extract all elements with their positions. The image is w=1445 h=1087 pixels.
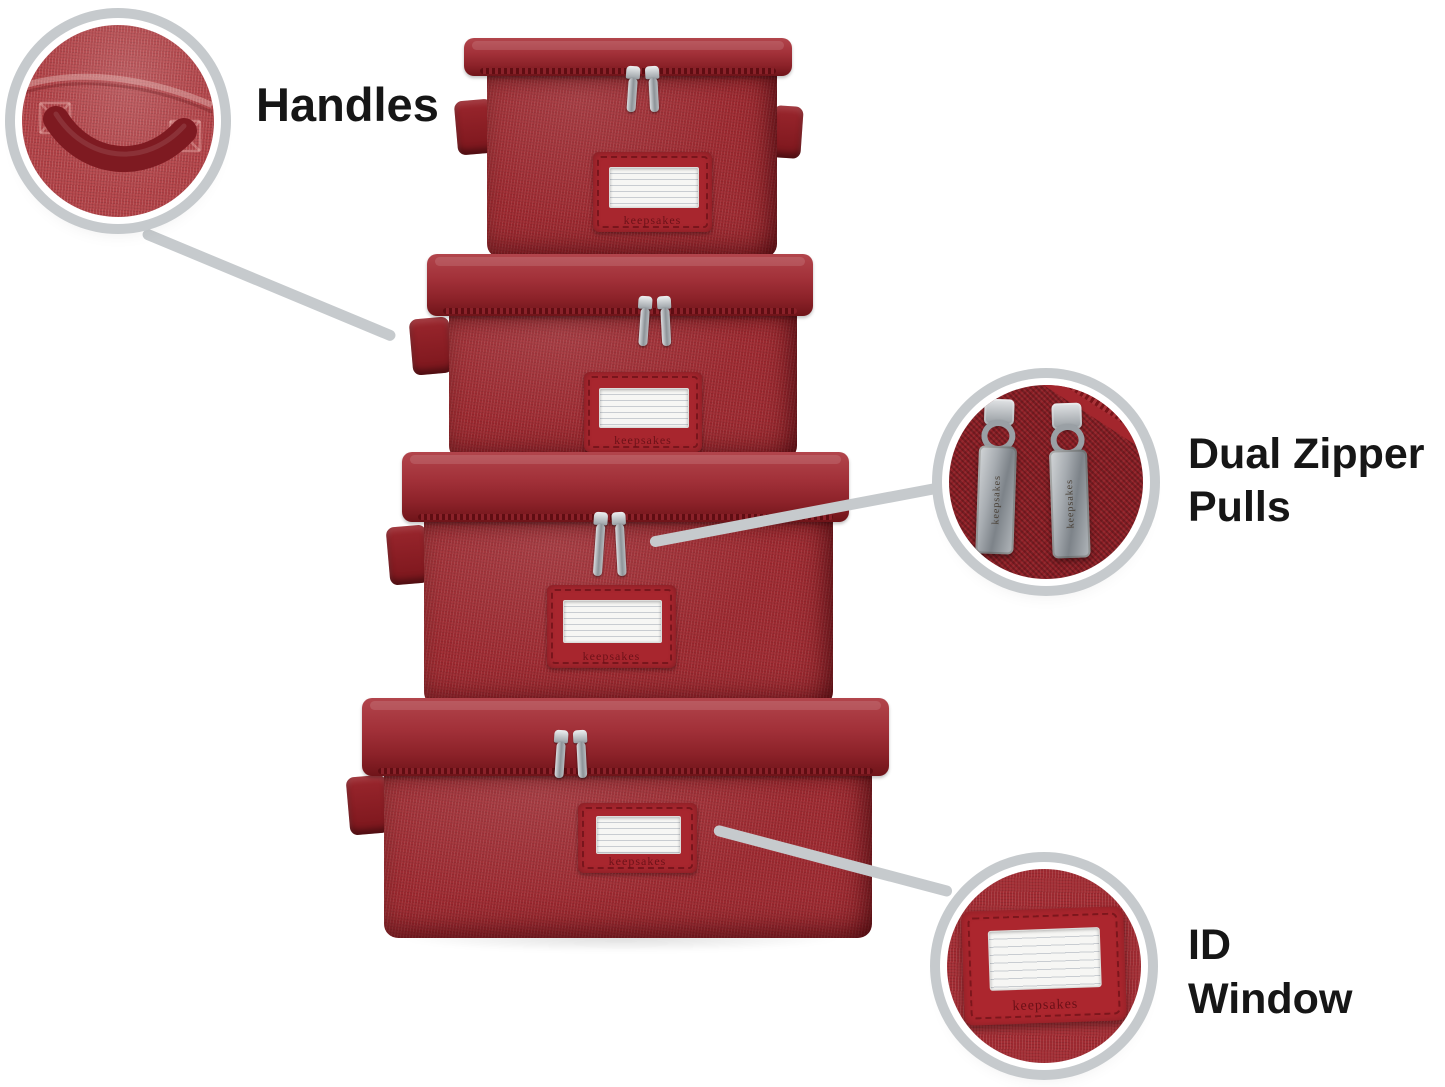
callout-label-line: Dual Zipper [1188, 430, 1425, 478]
label-card [609, 167, 699, 208]
zipper-pull-strap [614, 523, 627, 577]
callout-label-dual-zipper-pulls: Dual Zipper Pulls [1188, 428, 1425, 534]
zipper-pull [611, 511, 628, 577]
callout-label-line: Window [1188, 975, 1353, 1023]
label-window: keepsakes [547, 585, 676, 668]
brand-text: keepsakes [608, 854, 667, 868]
zipper-pull-detail-right: keepsakes [1044, 402, 1093, 559]
zipper-pull-strap [575, 741, 587, 779]
label-window: keepsakes [584, 372, 702, 452]
zipper-pull-detail-left: keepsakes [972, 398, 1021, 555]
callout-label-line: Pulls [1188, 483, 1291, 531]
zipper-pull-strap: keepsakes [975, 445, 1018, 555]
zipper-pulls [590, 511, 628, 577]
brand-text: keepsakes [623, 213, 682, 227]
zipper-pull-strap [553, 741, 566, 779]
label-window: keepsakes [593, 152, 712, 232]
brand-text: keepsakes [582, 649, 641, 663]
brand-text: keepsakes [1012, 996, 1079, 1015]
storage-box-4-large: keepsakes [345, 698, 889, 940]
leader-line-handles [140, 227, 398, 343]
zipper-pull-strap: keepsakes [1048, 449, 1091, 559]
handle-detail-illustration [25, 73, 214, 173]
brand-text: keepsakes [614, 433, 672, 447]
zipper-pulls [551, 729, 589, 779]
callout-circle-dual-zipper-pulls: keepsakes keepsakes [949, 385, 1143, 579]
zipper-pull-strap [647, 77, 659, 113]
callout-circle-handles [22, 25, 214, 217]
id-window-card [987, 927, 1102, 991]
callout-label-handles: Handles [256, 78, 439, 131]
zipper-pull [572, 729, 589, 779]
callout-label-line: ID [1188, 921, 1231, 969]
zipper-pull-strap [637, 307, 650, 347]
callout-label-line: Handles [256, 78, 439, 131]
label-card [599, 388, 689, 428]
storage-box-3: keepsakes [385, 452, 849, 706]
zipper-pulls [635, 295, 674, 347]
zipper-pull [644, 65, 661, 113]
zipper-pull [623, 65, 641, 113]
zipper-pulls [623, 65, 661, 113]
zipper-pull-strap [659, 307, 671, 347]
box-front-panel: keepsakes [424, 518, 833, 706]
label-window: keepsakes [578, 803, 697, 873]
zipper-pull [635, 295, 653, 347]
callout-label-id-window: ID Window [1188, 918, 1352, 1026]
storage-box-2: keepsakes [408, 254, 813, 460]
zipper-pull [590, 511, 609, 577]
box-front-panel: keepsakes [487, 72, 777, 258]
label-card [563, 600, 662, 643]
zipper-pull-strap [625, 77, 638, 113]
zippered-lid [362, 698, 889, 776]
label-card [596, 816, 681, 854]
brand-text: keepsakes [989, 475, 1003, 525]
zipper-pull [656, 295, 674, 347]
storage-box-1-small: keepsakes [453, 38, 804, 260]
callout-circle-id-window: keepsakes [947, 869, 1141, 1063]
side-handle-left [408, 316, 454, 376]
zipper-pull-strap [592, 523, 605, 577]
box-front-panel: keepsakes [449, 312, 797, 460]
id-window-frame: keepsakes [961, 906, 1127, 1026]
zipper-pull [551, 729, 569, 779]
zippered-lid [427, 254, 813, 316]
brand-text: keepsakes [1063, 479, 1077, 529]
